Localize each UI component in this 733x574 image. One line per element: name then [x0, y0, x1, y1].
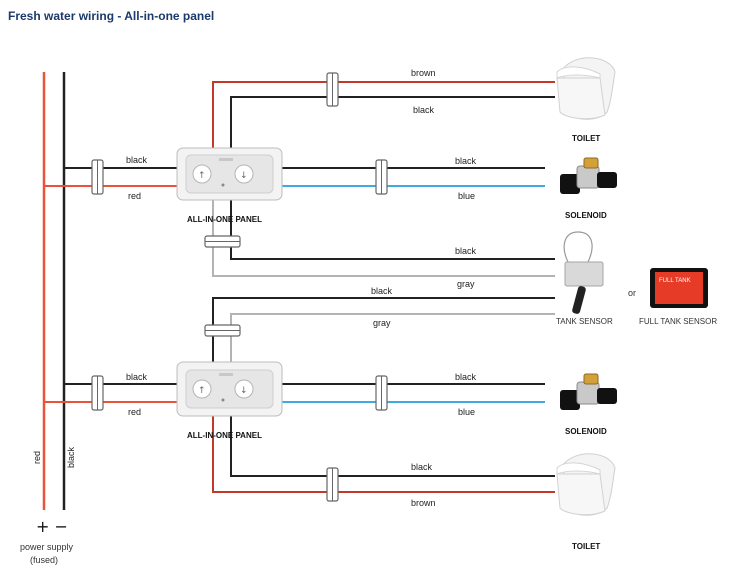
panel2-left-button-icon[interactable] [192, 379, 212, 399]
panel1-left-button-icon[interactable] [192, 164, 212, 184]
arrow-down-icon: ↓ [240, 171, 248, 181]
label-red-panel2: red [128, 407, 141, 417]
label-black-bottom: black [411, 462, 433, 472]
label-black-tank2: black [371, 286, 393, 296]
toilet-top-icon [556, 57, 616, 120]
arrow-up-icon: ↑ [198, 386, 206, 396]
label-brown-bottom: brown [411, 498, 436, 508]
label-black-top: black [413, 105, 435, 115]
label-solenoid-2: SOLENOID [565, 427, 607, 436]
brown-wire-toilet-top [212, 81, 555, 148]
panel1-right-button-icon[interactable] [234, 164, 254, 184]
label-black-solenoid2: black [455, 372, 477, 382]
label-blue-solenoid2: blue [458, 407, 475, 417]
label-black-panel2: black [126, 372, 148, 382]
full-tank-display-text: FULL TANK [659, 278, 691, 284]
label-blue-solenoid1: blue [458, 191, 475, 201]
solenoid-2-icon [560, 373, 617, 410]
label-solenoid-1: SOLENOID [565, 211, 607, 220]
panel2-right-button-icon[interactable] [234, 379, 254, 399]
panel1-brand-mark [219, 158, 233, 161]
power-label-line2: (fused) [30, 555, 58, 565]
black-wire-tank-sensor-1 [230, 200, 555, 260]
diagram-title: Fresh water wiring - All-in-one panel [8, 9, 214, 23]
label-or: or [628, 288, 636, 298]
power-symbols: + − [36, 517, 68, 536]
label-full-tank-sensor: FULL TANK SENSOR [639, 317, 717, 326]
all-in-one-panel-2: ↑ ↓ [176, 361, 283, 417]
label-black-tank1: black [455, 246, 477, 256]
label-gray-tank2: gray [373, 318, 391, 328]
tank-sensor-icon [563, 231, 604, 314]
gray-wire-tank-sensor-1 [212, 200, 555, 277]
solenoid-1-icon [560, 157, 617, 194]
panel2-brand-mark [219, 373, 233, 376]
label-brown-top: brown [411, 68, 436, 78]
panel2-led-indicator [221, 398, 225, 402]
arrow-down-icon: ↓ [240, 386, 248, 396]
all-in-one-panel-1: ↑ ↓ [176, 147, 283, 201]
black-wire-toilet-top [230, 96, 555, 148]
black-wire-toilet-bottom [230, 416, 555, 477]
label-gray-tank1: gray [457, 279, 475, 289]
label-red-panel1: red [128, 191, 141, 201]
arrow-up-icon: ↑ [198, 171, 206, 181]
power-label-line1: power supply [20, 542, 74, 552]
label-toilet-bottom: TOILET [572, 542, 600, 551]
label-black-panel1: black [126, 155, 148, 165]
label-red-vertical: red [32, 451, 42, 464]
label-black-solenoid1: black [455, 156, 477, 166]
label-panel-1: ALL-IN-ONE PANEL [187, 215, 262, 224]
gray-wire-tank-sensor-2 [230, 313, 555, 362]
panel1-led-indicator [221, 183, 225, 187]
label-black-vertical: black [66, 446, 76, 468]
black-wire-tank-sensor-2 [212, 297, 555, 362]
toilet-bottom-icon [556, 453, 616, 516]
full-tank-sensor-icon [650, 268, 708, 308]
label-toilet-top: TOILET [572, 134, 600, 143]
label-panel-2: ALL-IN-ONE PANEL [187, 431, 262, 440]
label-tank-sensor: TANK SENSOR [556, 317, 613, 326]
brown-wire-toilet-bottom [212, 416, 555, 493]
